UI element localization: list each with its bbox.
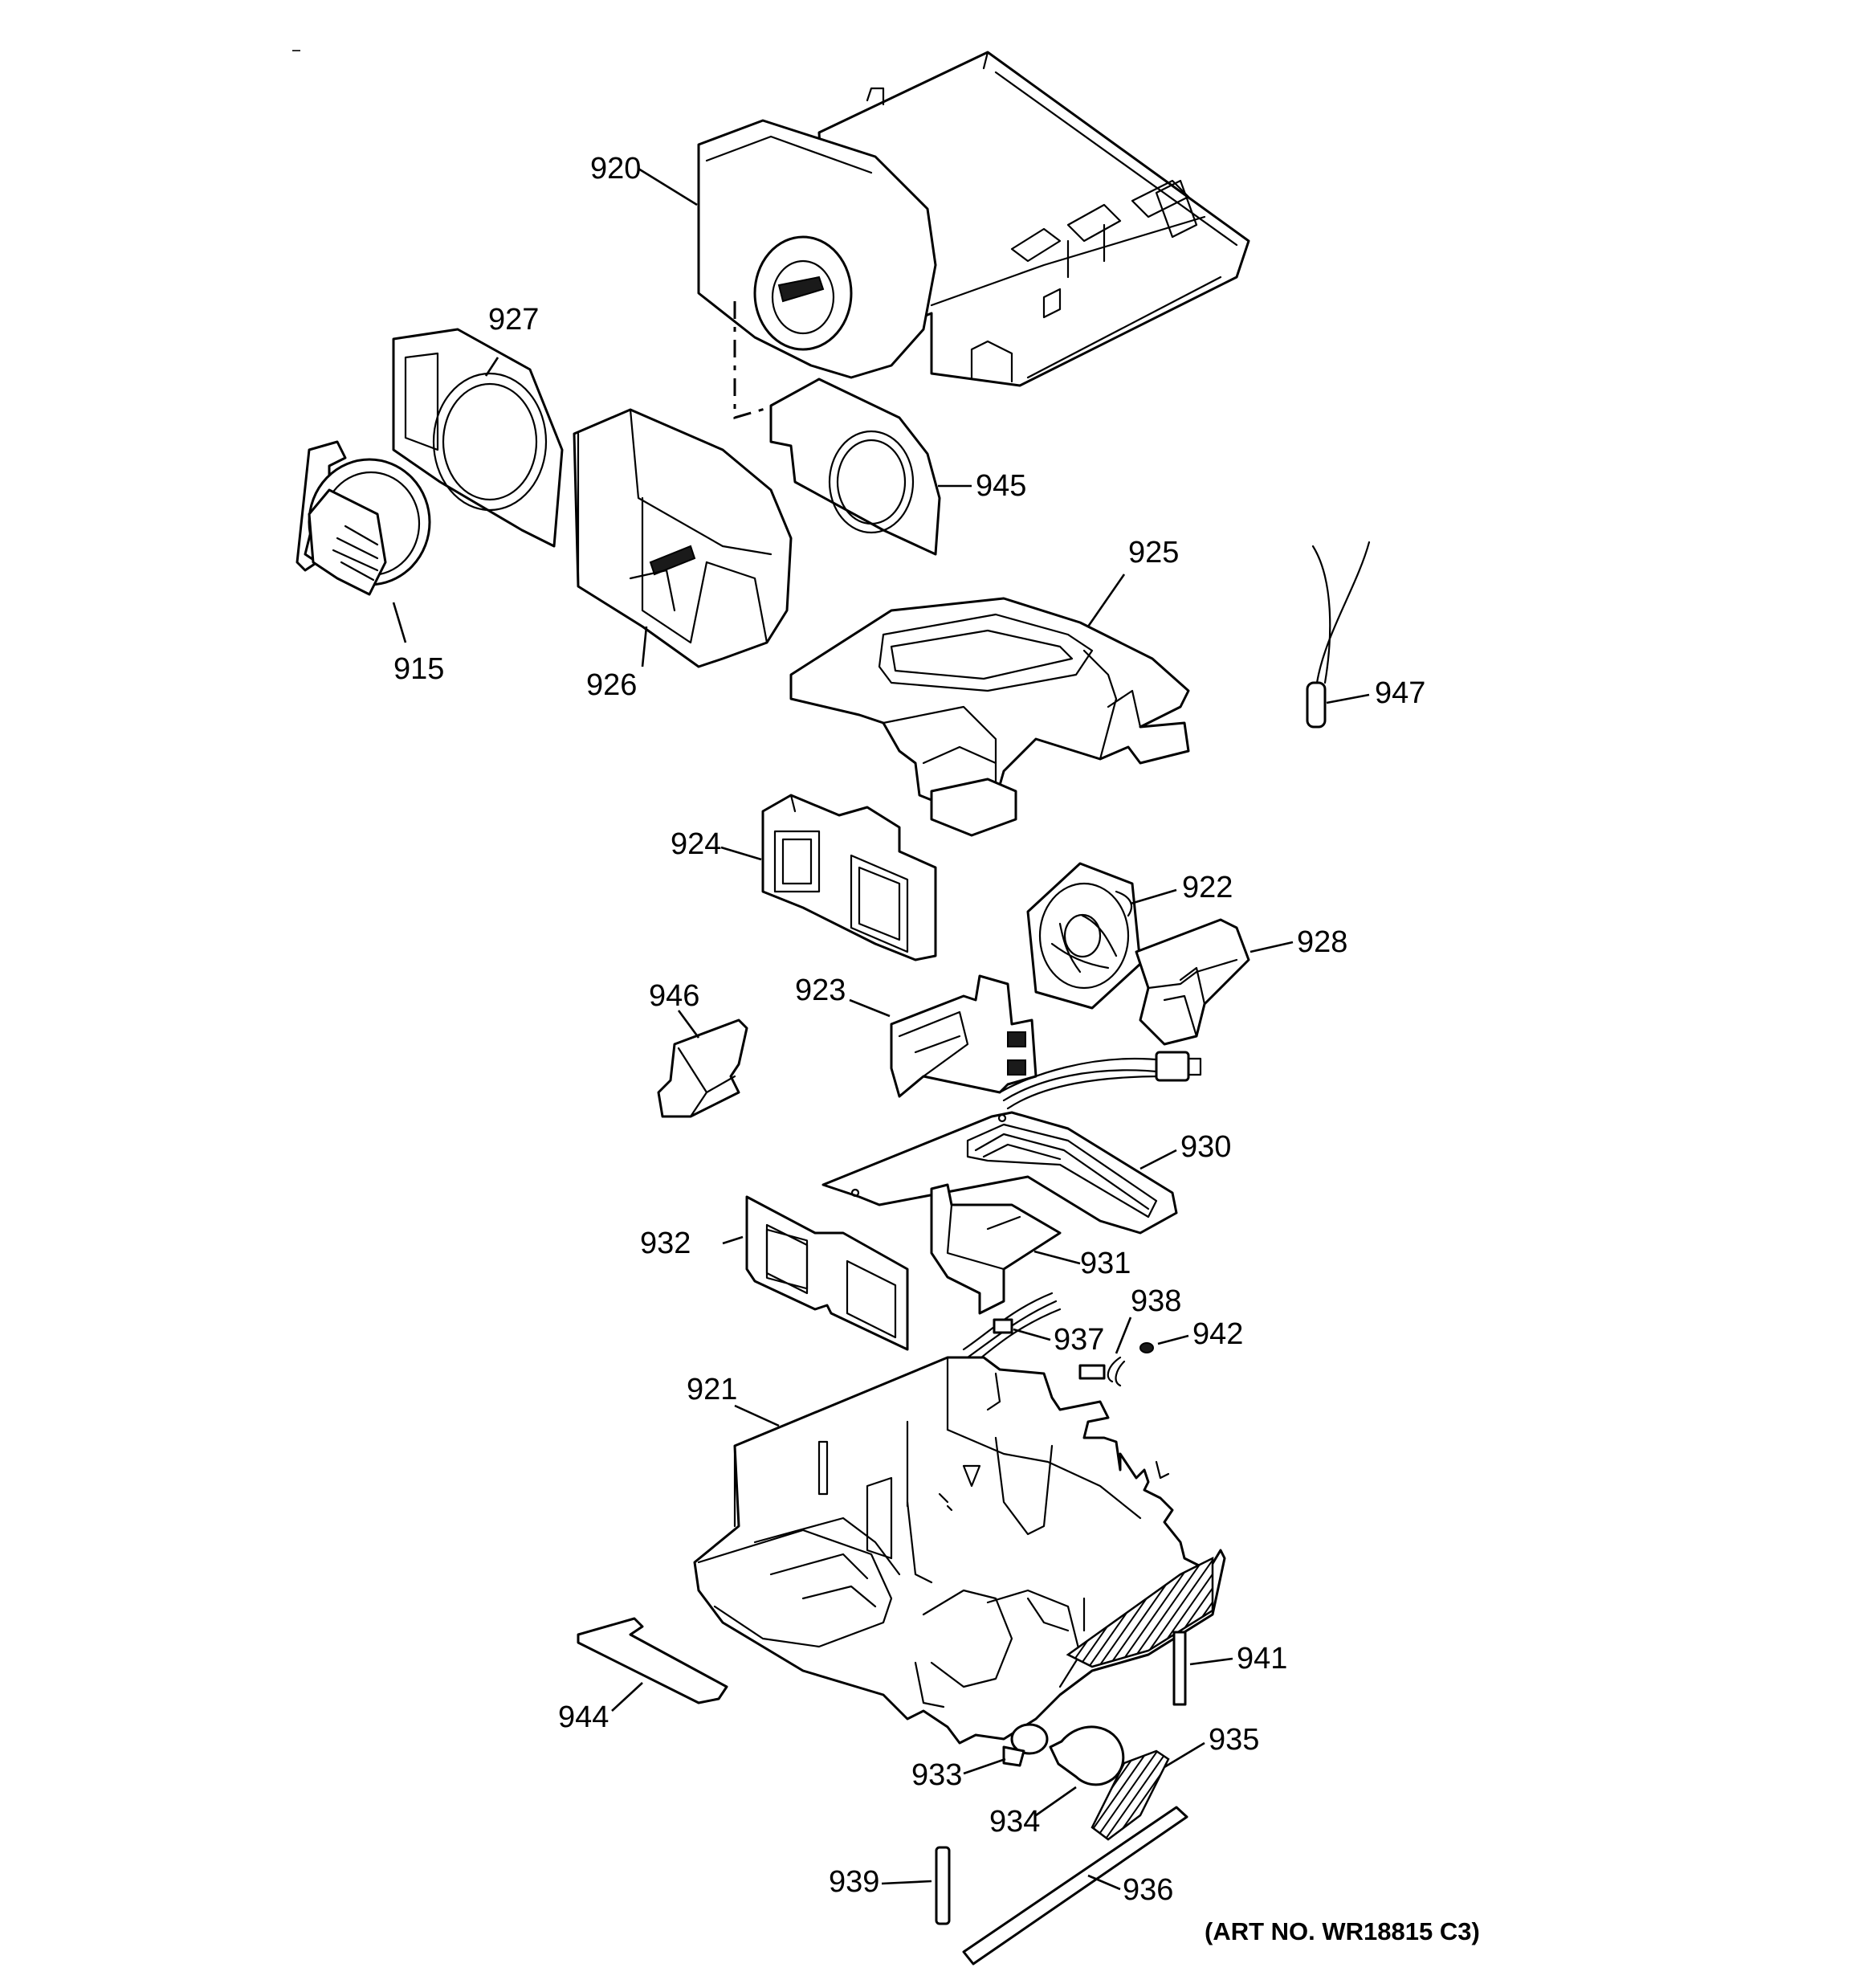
part-947-sensor[interactable] <box>1306 541 1371 729</box>
callout-922: 922 <box>1182 871 1233 904</box>
part-915-fan-shroud[interactable] <box>296 440 431 596</box>
leader-938 <box>1115 1316 1132 1354</box>
callout-931: 931 <box>1080 1247 1131 1280</box>
part-931-baffle[interactable] <box>930 1183 1062 1315</box>
leader-939 <box>881 1880 932 1885</box>
part-935-light-shield[interactable] <box>1090 1749 1170 1841</box>
callout-933: 933 <box>911 1758 962 1792</box>
callout-939: 939 <box>829 1865 879 1899</box>
art-number: (ART NO. WR18815 C3) <box>1205 1917 1480 1945</box>
part-921-main-housing[interactable] <box>693 1356 1226 1745</box>
leader-931 <box>1033 1250 1081 1265</box>
leader-925 <box>1086 574 1126 627</box>
leader-932 <box>722 1235 744 1245</box>
leader-934 <box>1035 1786 1077 1817</box>
callout-927: 927 <box>488 303 539 337</box>
part-926-air-duct[interactable] <box>573 408 793 668</box>
part-942-plug[interactable] <box>1139 1342 1154 1353</box>
leader-921 <box>734 1404 780 1427</box>
callout-938: 938 <box>1131 1284 1181 1318</box>
callout-921: 921 <box>687 1373 737 1406</box>
leader-923 <box>849 998 891 1018</box>
callout-926: 926 <box>586 668 637 702</box>
leader-941 <box>1189 1657 1233 1666</box>
leader-937 <box>1013 1328 1051 1341</box>
leader-935 <box>1164 1741 1205 1769</box>
leader-944 <box>611 1682 643 1712</box>
leader-930 <box>1139 1149 1177 1170</box>
callout-924: 924 <box>671 827 721 861</box>
part-928-damper-door[interactable] <box>1135 918 1250 1046</box>
callout-932: 932 <box>640 1227 691 1260</box>
callout-920: 920 <box>590 152 641 186</box>
part-922-fan[interactable] <box>1026 862 1142 1010</box>
leader-920 <box>638 167 698 206</box>
callout-937: 937 <box>1054 1323 1104 1357</box>
callout-936: 936 <box>1123 1873 1173 1907</box>
part-934-bulb[interactable] <box>1049 1725 1125 1786</box>
part-925-duct-cover[interactable] <box>789 597 1190 837</box>
leader-922 <box>1130 888 1177 905</box>
part-927-gasket-plate[interactable] <box>392 328 564 548</box>
callout-941: 941 <box>1237 1642 1287 1676</box>
callout-942: 942 <box>1192 1317 1243 1351</box>
callout-925: 925 <box>1128 536 1179 569</box>
callout-923: 923 <box>795 974 846 1007</box>
callout-928: 928 <box>1297 925 1347 959</box>
leader-946 <box>677 1010 700 1039</box>
part-945-insulation-panel[interactable] <box>769 378 941 556</box>
leader-924 <box>720 846 762 861</box>
leader-942 <box>1157 1334 1189 1345</box>
leader-947 <box>1326 693 1370 704</box>
part-939-post[interactable] <box>935 1846 951 1925</box>
callout-930: 930 <box>1180 1130 1231 1164</box>
part-941-strip[interactable] <box>1172 1631 1187 1706</box>
part-924-damper-frame[interactable] <box>761 794 937 961</box>
callout-935: 935 <box>1209 1723 1259 1757</box>
part-923-fan-bracket[interactable] <box>890 974 1202 1110</box>
callout-944: 944 <box>558 1700 609 1734</box>
leader-926 <box>641 626 648 667</box>
part-920-motor-housing[interactable] <box>697 51 1250 387</box>
leader-928 <box>1249 941 1294 953</box>
part-944-plate[interactable] <box>577 1617 728 1704</box>
part-930-heater-plate[interactable] <box>821 1111 1178 1235</box>
part-933-socket[interactable] <box>1002 1723 1049 1767</box>
part-932-gasket-frame[interactable] <box>745 1195 909 1351</box>
leader-933 <box>963 1757 1006 1775</box>
leader-915 <box>392 602 407 643</box>
part-946-bracket[interactable] <box>657 1018 748 1118</box>
callout-915: 915 <box>393 652 444 686</box>
part-936-long-strip[interactable] <box>962 1806 1188 1966</box>
callout-945: 945 <box>976 469 1026 503</box>
callout-934: 934 <box>989 1805 1040 1839</box>
leader-936 <box>1087 1874 1121 1891</box>
part-938-connector[interactable] <box>1078 1356 1126 1387</box>
part-937-wire-harness[interactable] <box>962 1292 1062 1367</box>
leader-927 <box>484 357 499 377</box>
callout-946: 946 <box>649 979 699 1013</box>
callout-947: 947 <box>1375 676 1425 710</box>
